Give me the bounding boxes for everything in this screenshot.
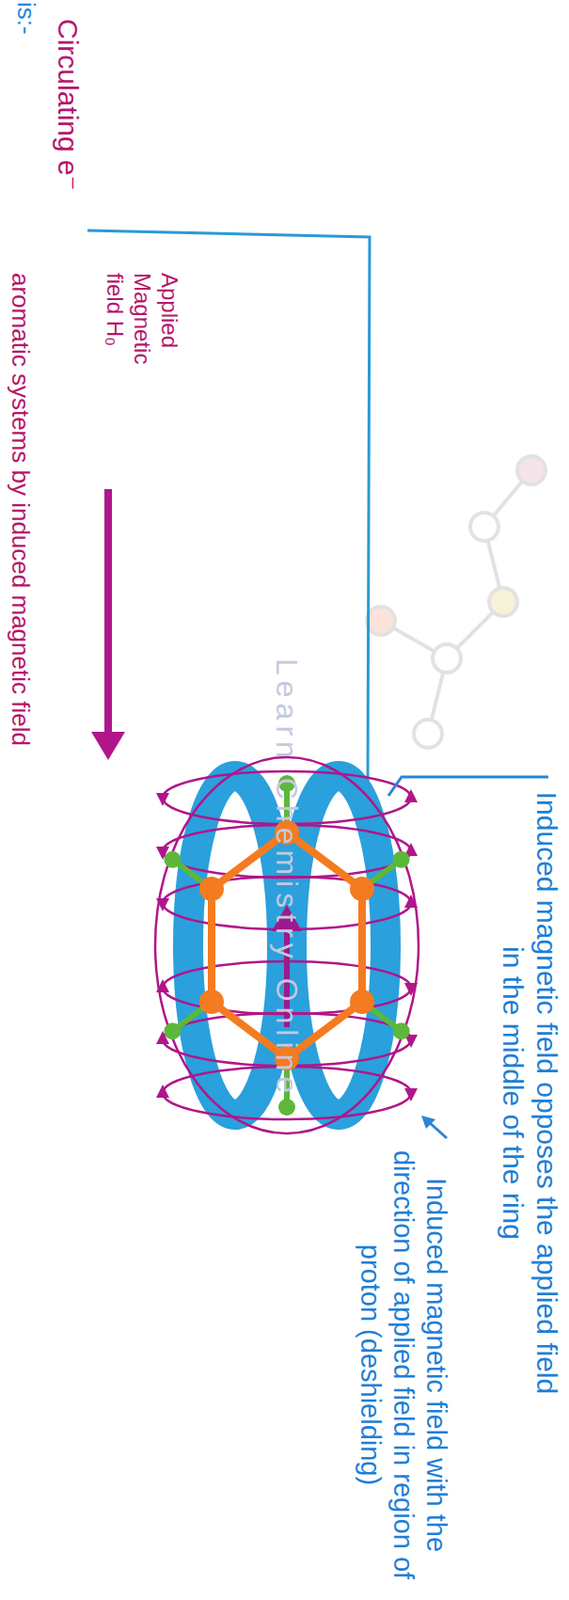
hydrogen-atom xyxy=(393,1022,411,1040)
applied-field-arrow xyxy=(91,489,126,760)
field-arrowhead xyxy=(404,789,418,803)
leader-arrow xyxy=(421,1115,447,1138)
carbon-atom xyxy=(349,876,375,901)
hydrogen-atom xyxy=(278,1098,296,1116)
hydrogen-atom xyxy=(393,851,411,869)
field-arrowhead xyxy=(156,792,170,807)
field-label: Applied Magnetic field H₀ xyxy=(101,272,184,379)
ghost-molecule xyxy=(366,456,546,748)
part-label: Circulating e⁻ xyxy=(51,18,84,191)
cc-bond xyxy=(358,888,366,1002)
carbon-atom xyxy=(199,989,224,1014)
field-arrowhead xyxy=(156,1084,170,1098)
cc-bond xyxy=(207,888,216,1002)
leader-line xyxy=(87,230,370,786)
leader-line xyxy=(388,776,549,796)
carbon-atom xyxy=(199,876,224,901)
cut-off-note: aromatic systems by induced magnetic fie… xyxy=(6,272,35,746)
field-arrowhead xyxy=(404,1088,418,1102)
section-heading: is:- xyxy=(12,1,41,35)
hydrogen-atom xyxy=(163,851,181,869)
annotation: Induced magnetic field with the directio… xyxy=(353,1143,453,1586)
hydrogen-atom xyxy=(163,1022,181,1040)
annotation: Induced magnetic field opposes the appli… xyxy=(495,782,564,1404)
watermark: Learn Chemistry Online xyxy=(269,658,304,1099)
carbon-atom xyxy=(349,989,375,1014)
